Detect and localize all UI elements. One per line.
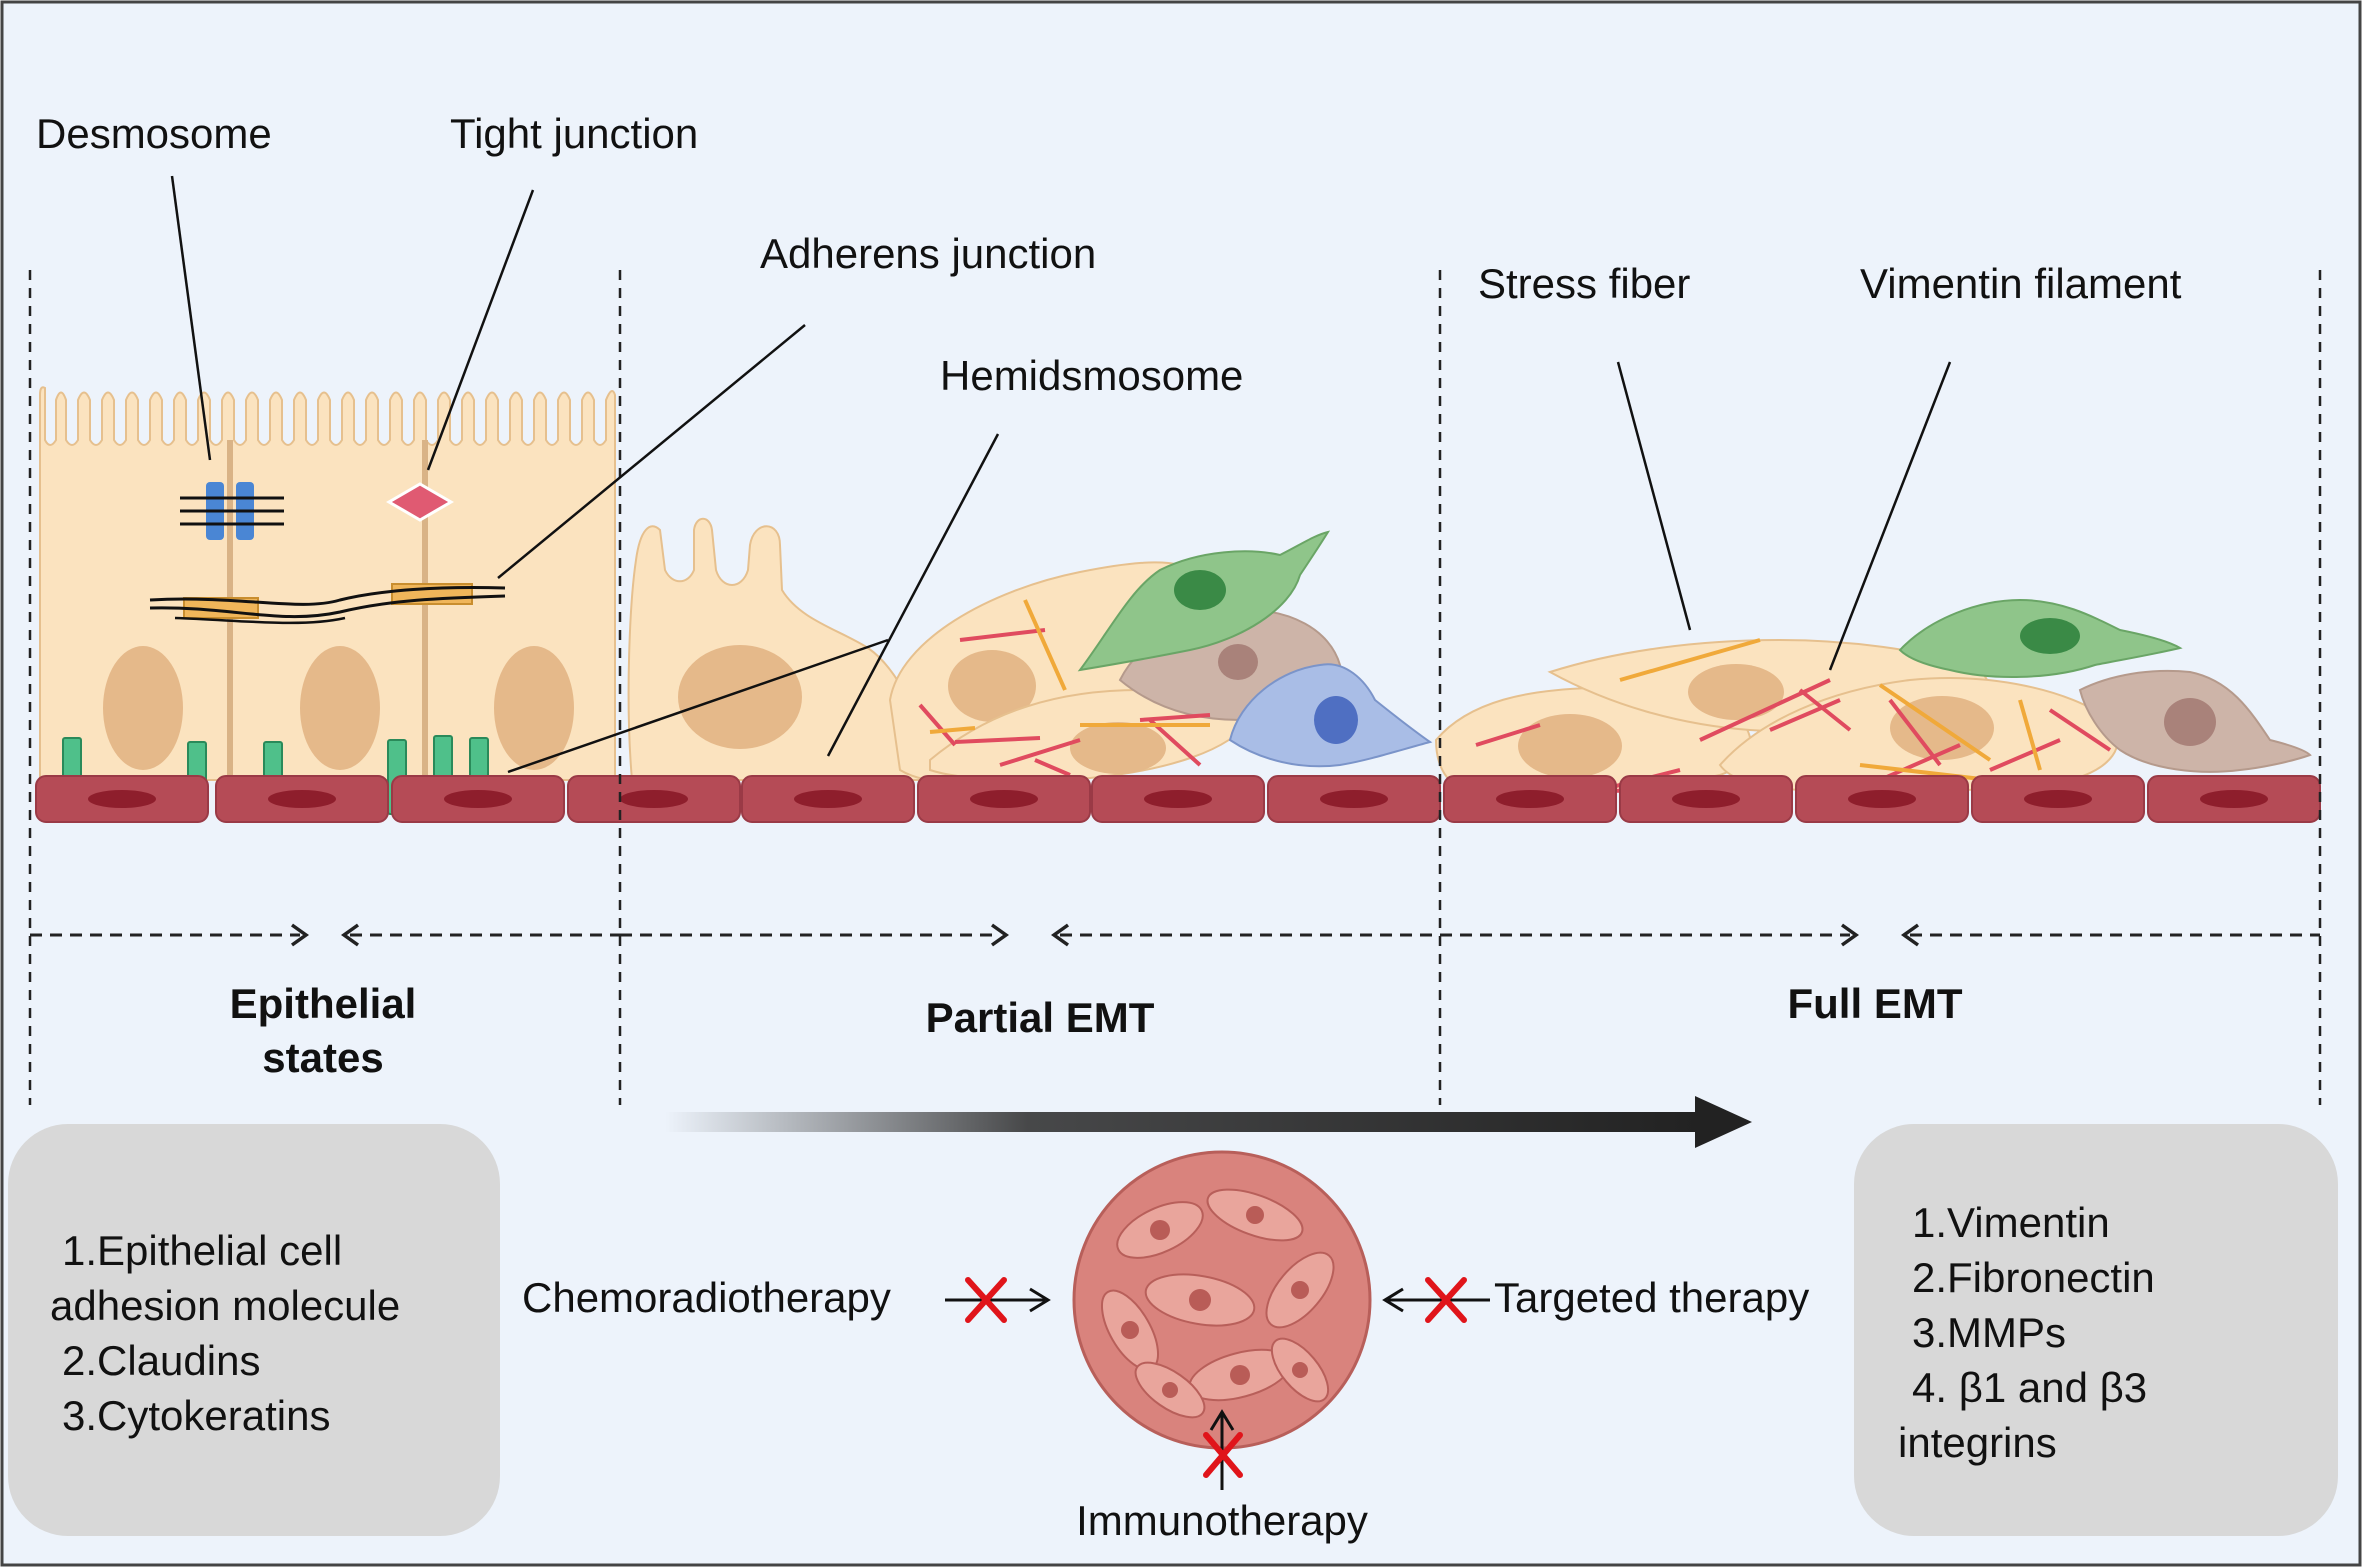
nucleus <box>1174 570 1226 610</box>
epithelial-marker-item: 3.Cytokeratins <box>62 1392 330 1439</box>
basement-cell-nucleus <box>1320 790 1388 808</box>
nucleus <box>2164 698 2216 746</box>
nucleus <box>2020 618 2080 654</box>
vimentin-filament-label: Vimentin filament <box>1860 260 2182 307</box>
adherens-junction-label: Adherens junction <box>760 230 1096 277</box>
tight-junction-label: Tight junction <box>450 110 698 157</box>
basement-cell-nucleus <box>794 790 862 808</box>
stage-epithelial-label-line1: Epithelial <box>230 980 417 1027</box>
immunotherapy-label: Immunotherapy <box>1076 1497 1368 1544</box>
nucleus <box>300 646 380 770</box>
stage-epithelial-label-line2: states <box>262 1034 383 1081</box>
targeted-therapy-label: Targeted therapy <box>1494 1274 1809 1321</box>
therapy-arrows <box>945 1287 1490 1490</box>
hemidesmosome-label: Hemidsmosome <box>940 352 1243 399</box>
stage-partial-emt-label: Partial EMT <box>926 994 1155 1041</box>
nucleus <box>103 646 183 770</box>
mesenchymal-marker-item: 1.Vimentin <box>1912 1199 2110 1246</box>
basement-cell-nucleus <box>1672 790 1740 808</box>
basement-membrane <box>35 775 2321 823</box>
nucleus <box>1070 722 1166 774</box>
epithelial-marker-item: 2.Claudins <box>62 1337 260 1384</box>
stress-fiber-label: Stress fiber <box>1478 260 1690 307</box>
epithelial-cells <box>39 386 616 781</box>
partial-emt-cells <box>627 517 1433 784</box>
chemoradiotherapy-label: Chemoradiotherapy <box>522 1274 891 1321</box>
nucleus <box>1688 664 1784 720</box>
stress-fibers-partial <box>918 628 1211 777</box>
adherens-junction-structure <box>149 583 506 625</box>
vimentin-filaments-full <box>1619 638 2042 782</box>
progression-arrow <box>665 1096 1752 1148</box>
section-dividers <box>28 270 2322 1105</box>
basement-cell-nucleus <box>268 790 336 808</box>
full-emt-cells <box>1434 598 2312 798</box>
range-arrowheads <box>290 923 1920 947</box>
nucleus <box>1218 644 1258 680</box>
epithelial-markers-box: 1.Epithelial cell adhesion molecule 2.Cl… <box>8 1124 500 1536</box>
epithelial-marker-item: 1.Epithelial cell <box>62 1227 342 1274</box>
epithelial-layer <box>39 386 803 815</box>
nucleus <box>948 650 1036 722</box>
basement-cell-nucleus <box>1848 790 1916 808</box>
basement-cell-nucleus <box>620 790 688 808</box>
mesenchymal-markers-box: 1.Vimentin 2.Fibronectin 3.MMPs 4. β1 an… <box>1854 1124 2338 1536</box>
basement-cell-nucleus <box>444 790 512 808</box>
basement-cell-nucleus <box>970 790 1038 808</box>
basement-cell-nucleus <box>2024 790 2092 808</box>
desmosome-label: Desmosome <box>36 110 272 157</box>
blocked-x-icon <box>965 1277 1467 1478</box>
mesenchymal-marker-item: integrins <box>1898 1419 2057 1466</box>
mesenchymal-marker-item: 4. β1 and β3 <box>1912 1364 2147 1411</box>
stage-full-emt-label: Full EMT <box>1788 980 1963 1027</box>
tumor-cluster <box>1072 1150 1372 1450</box>
basement-cell-nucleus <box>88 790 156 808</box>
epithelial-marker-item: adhesion molecule <box>50 1282 400 1329</box>
leader-lines <box>170 175 1952 774</box>
basement-cell-nucleus <box>1496 790 1564 808</box>
mesenchymal-marker-item: 3.MMPs <box>1912 1309 2066 1356</box>
vimentin-filaments-partial <box>929 599 1210 734</box>
mesenchymal-marker-item: 2.Fibronectin <box>1912 1254 2155 1301</box>
basement-cell-nucleus <box>2200 790 2268 808</box>
desmosome-structure <box>180 482 284 540</box>
nucleus <box>1518 714 1622 778</box>
nucleus <box>494 646 574 770</box>
basement-cell-nucleus <box>1144 790 1212 808</box>
nucleus <box>1314 696 1358 744</box>
nucleus <box>678 645 802 749</box>
tight-junction-structure <box>386 482 454 522</box>
